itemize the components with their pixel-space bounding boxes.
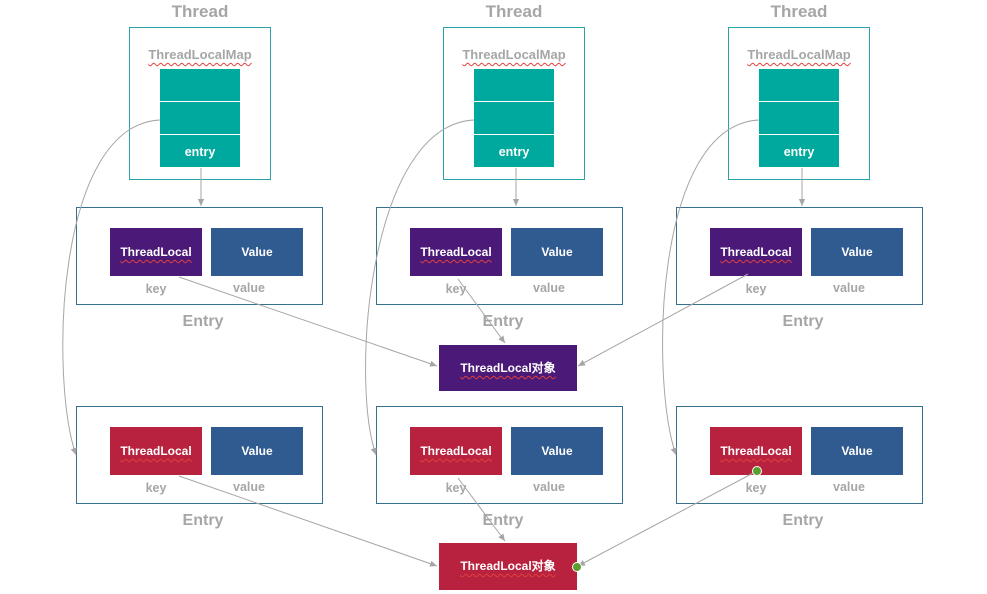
threadlocal-key-box: ThreadLocal bbox=[410, 427, 502, 475]
threadlocal-object-box: ThreadLocal对象 bbox=[439, 345, 577, 391]
value-box: Value bbox=[211, 228, 303, 276]
threadlocal-object-box: ThreadLocal对象 bbox=[439, 543, 577, 590]
value-label: value bbox=[233, 480, 265, 494]
threadlocalmap-label: ThreadLocalMap bbox=[148, 47, 252, 62]
entry-caption: Entry bbox=[482, 313, 524, 330]
value-box: Value bbox=[511, 228, 603, 276]
entry-caption: Entry bbox=[182, 512, 224, 529]
entry-box: ThreadLocal Value key value bbox=[76, 406, 323, 504]
entry-box: ThreadLocal Value key value bbox=[376, 406, 623, 504]
map-slot-entry: entry bbox=[160, 135, 240, 167]
value-label: value bbox=[533, 480, 565, 494]
map-slot bbox=[160, 102, 240, 134]
thread-title: Thread bbox=[171, 2, 229, 21]
entry-caption: Entry bbox=[482, 512, 524, 529]
key-label: key bbox=[145, 282, 167, 296]
thread-title: Thread bbox=[485, 2, 543, 21]
entry-box: ThreadLocal Value key value bbox=[676, 207, 923, 305]
threadlocal-key-box: ThreadLocal bbox=[110, 228, 202, 276]
map-slot-entry: entry bbox=[759, 135, 839, 167]
map-slot bbox=[759, 102, 839, 134]
threadlocalmap-box: ThreadLocalMap entry bbox=[129, 27, 271, 180]
entry-caption: Entry bbox=[782, 313, 824, 330]
threadlocalmap-table: entry bbox=[759, 69, 839, 168]
map-slot-entry: entry bbox=[474, 135, 554, 167]
map-slot bbox=[474, 69, 554, 101]
threadlocal-key-box: ThreadLocal bbox=[710, 427, 802, 475]
entry-caption: Entry bbox=[182, 313, 224, 330]
key-label: key bbox=[745, 481, 767, 495]
entry-caption: Entry bbox=[782, 512, 824, 529]
map-slot bbox=[160, 69, 240, 101]
threadlocalmap-table: entry bbox=[474, 69, 554, 168]
key-label: key bbox=[145, 481, 167, 495]
key-label: key bbox=[745, 282, 767, 296]
thread-title: Thread bbox=[770, 2, 828, 21]
threadlocal-key-box: ThreadLocal bbox=[710, 228, 802, 276]
value-box: Value bbox=[811, 228, 903, 276]
map-slot bbox=[474, 102, 554, 134]
threadlocalmap-label: ThreadLocalMap bbox=[462, 47, 566, 62]
threadlocalmap-box: ThreadLocalMap entry bbox=[728, 27, 870, 180]
value-box: Value bbox=[811, 427, 903, 475]
map-slot bbox=[759, 69, 839, 101]
value-label: value bbox=[833, 281, 865, 295]
threadlocal-key-box: ThreadLocal bbox=[410, 228, 502, 276]
threadlocal-key-box: ThreadLocal bbox=[110, 427, 202, 475]
value-label: value bbox=[233, 281, 265, 295]
key-label: key bbox=[445, 481, 467, 495]
threadlocalmap-table: entry bbox=[160, 69, 240, 168]
threadlocalmap-label: ThreadLocalMap bbox=[747, 47, 851, 62]
value-box: Value bbox=[211, 427, 303, 475]
threadlocalmap-box: ThreadLocalMap entry bbox=[443, 27, 585, 180]
value-label: value bbox=[533, 281, 565, 295]
value-box: Value bbox=[511, 427, 603, 475]
entry-box: ThreadLocal Value key value bbox=[676, 406, 923, 504]
entry-box: ThreadLocal Value key value bbox=[76, 207, 323, 305]
entry-box: ThreadLocal Value key value bbox=[376, 207, 623, 305]
value-label: value bbox=[833, 480, 865, 494]
key-label: key bbox=[445, 282, 467, 296]
